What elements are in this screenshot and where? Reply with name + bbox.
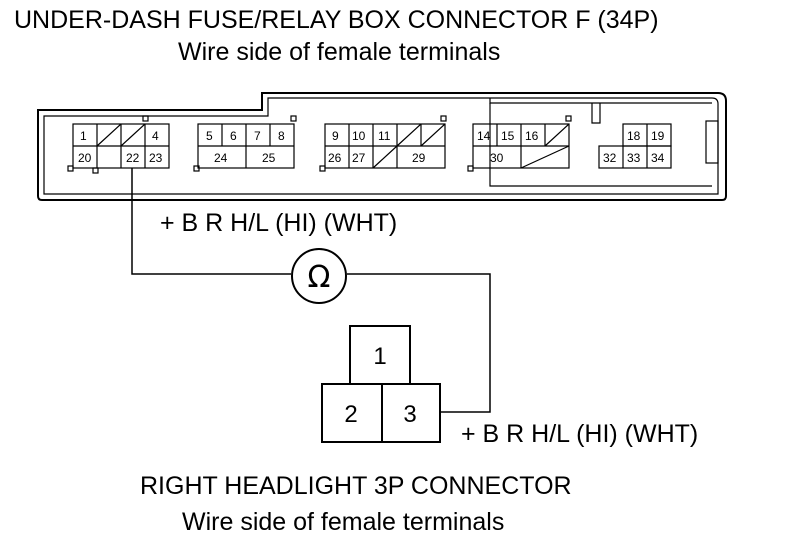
headlight-pin-1: 1 xyxy=(373,343,386,370)
wire-to-pin-3 xyxy=(347,273,491,413)
wire-from-pin-22 xyxy=(131,168,291,275)
ohmmeter-symbol xyxy=(291,248,347,304)
headlight-pin-3: 3 xyxy=(403,401,416,428)
pin-8: 8 xyxy=(278,129,285,143)
pin-4: 4 xyxy=(152,129,159,143)
pin-group-3 xyxy=(319,115,447,172)
pin-9: 9 xyxy=(332,129,339,143)
connector-f-housing xyxy=(37,92,727,201)
pin-14: 14 xyxy=(477,129,491,143)
connector-f-title: UNDER-DASH FUSE/RELAY BOX CONNECTOR F (3… xyxy=(14,6,659,34)
pin-group-1 xyxy=(67,115,170,174)
pin-16: 16 xyxy=(525,129,539,143)
pin-19: 19 xyxy=(651,129,665,143)
headlight-connector-subtitle: Wire side of female terminals xyxy=(182,508,505,536)
pin-20: 20 xyxy=(78,151,92,165)
pin-22: 22 xyxy=(126,151,140,165)
pin-15: 15 xyxy=(501,129,515,143)
pin-32: 32 xyxy=(603,151,617,165)
headlight-connector-title: RIGHT HEADLIGHT 3P CONNECTOR xyxy=(140,472,572,500)
pin-5: 5 xyxy=(206,129,213,143)
pin-26: 26 xyxy=(328,151,342,165)
wire-label-top: + B R H/L (HI) (WHT) xyxy=(160,209,398,237)
ohm-icon: Ω xyxy=(308,260,331,295)
pin-1: 1 xyxy=(80,129,87,143)
headlight-connector-body xyxy=(321,325,441,443)
headlight-pin-2: 2 xyxy=(344,401,357,428)
pin-34: 34 xyxy=(651,151,665,165)
connector-f-latch xyxy=(705,120,719,164)
pin-24: 24 xyxy=(214,151,228,165)
pin-group-5 xyxy=(598,123,672,169)
pin-25: 25 xyxy=(262,151,276,165)
wire-label-right: + B R H/L (HI) (WHT) xyxy=(461,420,699,448)
pin-labels: 1 4 20 22 23 5 6 7 8 24 25 9 10 11 26 27… xyxy=(78,129,665,165)
pin-18: 18 xyxy=(627,129,641,143)
pin-10: 10 xyxy=(352,129,366,143)
pin-7: 7 xyxy=(254,129,261,143)
pin-23: 23 xyxy=(149,151,163,165)
pin-29: 29 xyxy=(412,151,426,165)
pin-27: 27 xyxy=(352,151,366,165)
pin-30: 30 xyxy=(490,151,504,165)
pin-33: 33 xyxy=(627,151,641,165)
pin-6: 6 xyxy=(230,129,237,143)
pin-group-2 xyxy=(193,115,297,172)
connector-f-subtitle: Wire side of female terminals xyxy=(178,38,501,66)
pin-group-4 xyxy=(467,115,572,172)
pin-11: 11 xyxy=(378,129,391,143)
